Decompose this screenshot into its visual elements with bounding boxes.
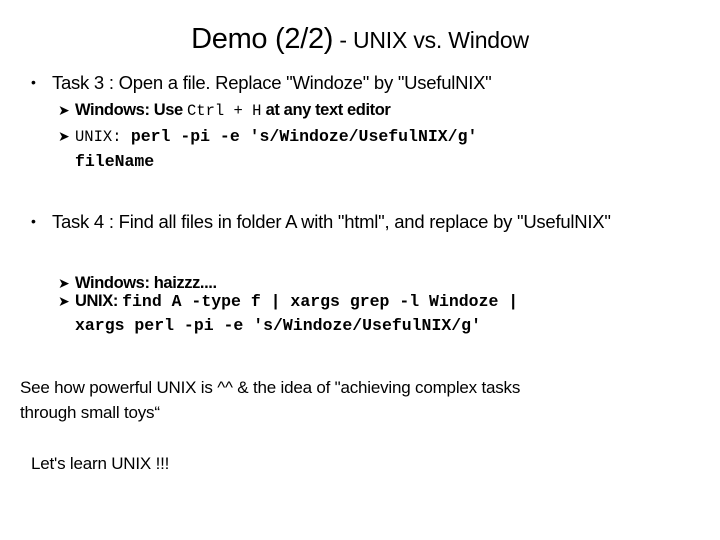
task4-unix-continuation: xargs perl -pi -e 's/Windoze/UsefulNIX/g…	[75, 316, 481, 335]
slide-title: Demo (2/2) - UNIX vs. Window	[0, 22, 720, 56]
bullet-item-task3: • Task 3 : Open a file. Replace "Windoze…	[0, 70, 720, 95]
task4-text-row: • Task 4 : Find all files in folder A wi…	[0, 209, 720, 234]
task4-unix-label: UNIX:	[75, 292, 123, 310]
summary-line-2: through small toys“	[20, 403, 160, 422]
task3-windows-row: ➤ Windows: Use Ctrl + H at any text edit…	[0, 99, 720, 123]
closing-text: Let's learn UNIX !!!	[31, 454, 170, 473]
subitem-task4-windows: ➤ Windows: haizzz....	[0, 272, 720, 295]
task4-unix-command: find A -type f | xargs grep -l Windoze |	[122, 292, 519, 311]
task3-unix-row: ➤ UNIX: perl -pi -e 's/Windoze/UsefulNIX…	[0, 125, 720, 149]
task3-unix-command: perl -pi -e 's/Windoze/UsefulNIX/g'	[130, 127, 478, 146]
task3-windows-tail: at any text editor	[261, 101, 391, 119]
task3-unix-continuation: fileName	[75, 152, 155, 171]
summary-paragraph: See how powerful UNIX is ^^ & the idea o…	[20, 375, 692, 425]
slide-title-subtitle: - UNIX vs. Window	[333, 27, 529, 53]
task4-windows-label: Windows: haizzz....	[75, 274, 217, 292]
task4-text: Task 4 : Find all files in folder A with…	[52, 211, 611, 232]
task4-unix-row: ➤ UNIX: find A -type f | xargs grep -l W…	[0, 290, 720, 313]
task3-windows-code: Ctrl + H	[187, 102, 262, 120]
arrow-bullet-icon: ➤	[58, 293, 70, 309]
task3-windows-label: Windows: Use	[75, 101, 187, 119]
task3-unix-continuation-row: fileName	[0, 149, 720, 174]
task3-text-row: • Task 3 : Open a file. Replace "Windoze…	[0, 70, 720, 95]
arrow-bullet-icon: ➤	[58, 128, 70, 144]
task4-unix-continuation-row: xargs perl -pi -e 's/Windoze/UsefulNIX/g…	[0, 313, 720, 338]
task3-text: Task 3 : Open a file. Replace "Windoze" …	[52, 72, 492, 93]
bullet-item-task4: • Task 4 : Find all files in folder A wi…	[0, 209, 720, 234]
task3-unix-label: UNIX:	[75, 128, 131, 146]
bullet-dot-icon: •	[31, 74, 36, 90]
arrow-bullet-icon: ➤	[58, 275, 70, 291]
subitem-task4-unix: ➤ UNIX: find A -type f | xargs grep -l W…	[0, 290, 720, 338]
subitem-task3-windows: ➤ Windows: Use Ctrl + H at any text edit…	[0, 99, 720, 123]
task4-windows-row: ➤ Windows: haizzz....	[0, 272, 720, 295]
summary-line-1: See how powerful UNIX is ^^ & the idea o…	[20, 378, 521, 397]
subitem-task3-unix: ➤ UNIX: perl -pi -e 's/Windoze/UsefulNIX…	[0, 125, 720, 174]
bullet-dot-icon: •	[31, 213, 36, 229]
slide-title-main: Demo (2/2)	[191, 23, 334, 55]
arrow-bullet-icon: ➤	[58, 102, 70, 118]
